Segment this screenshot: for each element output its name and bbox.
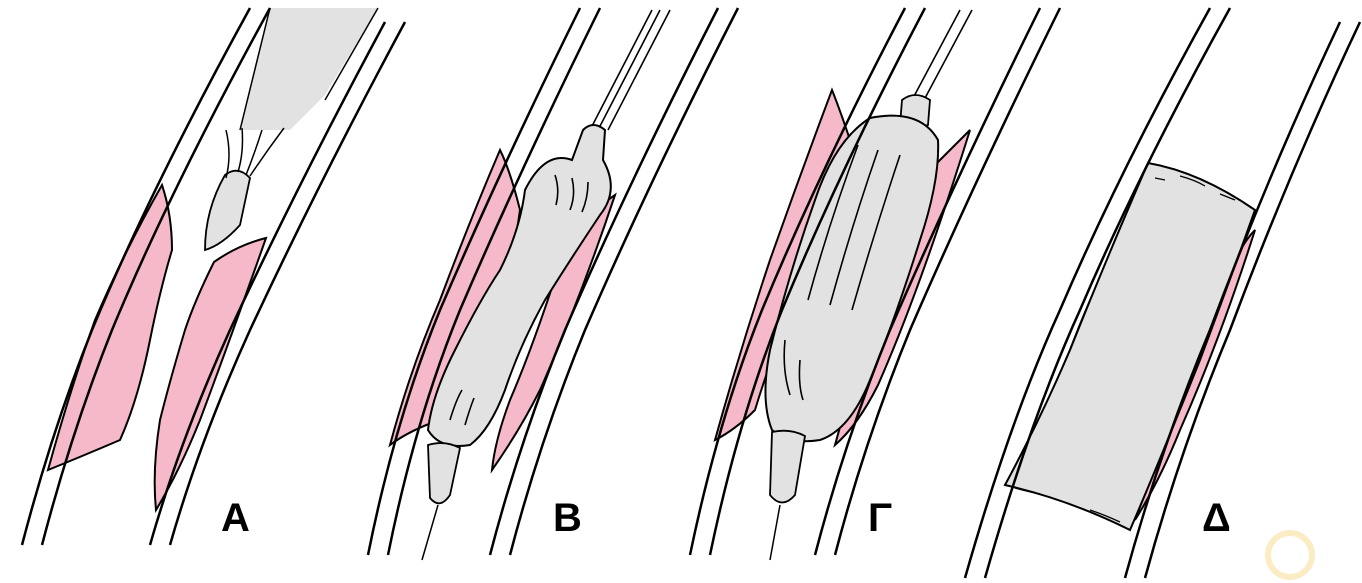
plaque-left <box>48 185 172 470</box>
guidewire <box>770 505 780 560</box>
panel-label-a: A <box>221 498 250 538</box>
panel-label-d: Δ <box>1202 498 1231 538</box>
panel-g <box>690 8 1060 560</box>
wire-strand <box>238 128 243 172</box>
stent <box>1005 163 1255 530</box>
wire-strand <box>226 130 229 178</box>
balloon-tip <box>770 431 805 503</box>
guidewire <box>422 505 438 560</box>
panel-label-b: B <box>553 498 582 538</box>
panel-d <box>965 8 1360 578</box>
panel-a <box>22 8 405 545</box>
catheter-shaft <box>912 10 972 100</box>
panel-b <box>368 8 738 560</box>
balloon-tip <box>428 443 460 503</box>
wire-strand <box>246 130 262 175</box>
watermark-logo <box>1268 533 1312 577</box>
guidewire-tip <box>205 171 250 250</box>
catheter-shaft <box>590 10 670 130</box>
panel-label-g: Γ <box>868 498 892 538</box>
